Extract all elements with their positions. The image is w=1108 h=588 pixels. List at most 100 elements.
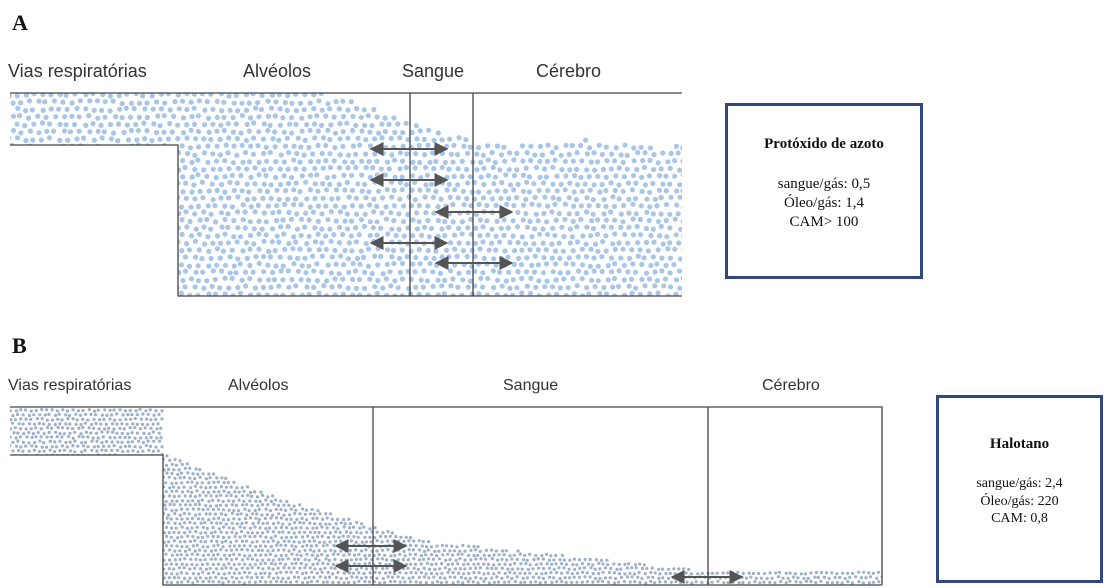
gas-particle <box>65 544 69 549</box>
gas-particle <box>208 485 212 489</box>
gas-particle <box>652 581 657 585</box>
gas-particle <box>37 421 42 426</box>
gas-particle <box>102 114 108 120</box>
gas-particle <box>63 522 67 526</box>
gas-particle <box>684 571 688 575</box>
gas-particle <box>185 563 189 567</box>
gas-particle <box>310 300 315 305</box>
gas-particle <box>573 567 577 572</box>
gas-particle <box>678 226 682 232</box>
gas-particle <box>231 100 237 106</box>
gas-particle <box>36 158 42 164</box>
gas-particle <box>50 173 56 179</box>
gas-particle <box>423 210 429 216</box>
gas-particle <box>16 431 20 435</box>
gas-particle <box>120 468 124 472</box>
gas-particle <box>224 566 228 570</box>
gas-particle <box>537 576 541 580</box>
gas-particle <box>322 540 326 544</box>
gas-particle <box>406 566 410 570</box>
gas-particle <box>232 517 236 521</box>
gas-particle <box>219 521 223 525</box>
gas-particle <box>142 522 146 526</box>
gas-particle <box>208 211 214 217</box>
gas-particle <box>6 522 9 525</box>
gas-particle <box>443 566 447 570</box>
gas-particle <box>328 522 332 526</box>
gas-particle <box>310 151 316 157</box>
gas-particle <box>248 174 254 180</box>
gas-particle <box>217 152 223 158</box>
gas-particle <box>113 188 119 194</box>
gas-particle <box>58 432 62 436</box>
gas-particle <box>94 421 98 426</box>
gas-particle <box>31 459 35 463</box>
gas-particle <box>507 285 513 291</box>
gas-particle <box>631 172 637 179</box>
gas-particle <box>604 158 610 164</box>
gas-particle <box>63 540 67 544</box>
gas-particle <box>562 216 568 223</box>
gas-particle <box>282 99 288 106</box>
gas-particle <box>105 530 109 534</box>
gas-particle <box>284 553 288 557</box>
gas-particle <box>494 188 500 194</box>
gas-particle <box>527 218 533 224</box>
gas-particle <box>570 248 576 254</box>
gas-particle <box>271 530 275 534</box>
gas-particle <box>30 435 34 439</box>
gas-particle <box>578 566 582 570</box>
gas-particle <box>116 448 120 452</box>
gas-particle <box>367 219 373 225</box>
gas-particle <box>175 122 181 128</box>
gas-particle <box>324 522 328 526</box>
gas-particle <box>350 113 356 119</box>
gas-particle <box>448 575 452 579</box>
gas-particle <box>506 195 512 202</box>
gas-particle <box>463 558 467 562</box>
gas-particle <box>120 174 127 180</box>
gas-particle <box>200 195 206 201</box>
gas-particle <box>24 471 28 475</box>
gas-particle <box>210 121 216 127</box>
gas-particle <box>19 262 25 268</box>
gas-particle <box>654 203 660 209</box>
gas-particle <box>558 152 564 158</box>
gas-particle <box>560 580 564 584</box>
gas-particle <box>524 283 530 289</box>
gas-particle <box>154 535 158 539</box>
gas-particle <box>38 486 42 490</box>
gas-particle <box>444 558 448 562</box>
gas-particle <box>314 544 319 548</box>
gas-particle <box>294 526 298 530</box>
gas-particle <box>510 576 514 581</box>
gas-particle <box>265 113 272 119</box>
gas-particle <box>168 502 172 507</box>
gas-particle <box>660 567 665 571</box>
gas-particle <box>773 581 777 585</box>
gas-particle <box>91 107 97 113</box>
gas-particle <box>89 458 93 462</box>
gas-particle <box>34 174 40 180</box>
gas-particle <box>528 157 534 164</box>
gas-particle <box>195 579 200 584</box>
gas-particle <box>129 525 133 530</box>
gas-particle <box>167 548 172 552</box>
gas-particle <box>21 566 25 570</box>
gas-particle <box>246 566 250 571</box>
gas-particle <box>315 128 321 134</box>
gas-particle <box>162 174 168 180</box>
gas-particle <box>164 481 168 485</box>
gas-particle <box>667 240 673 246</box>
gas-particle <box>84 549 88 553</box>
gas-particle <box>237 261 243 267</box>
gas-particle <box>237 509 241 513</box>
gas-particle <box>456 299 461 304</box>
gas-particle <box>42 513 46 517</box>
gas-particle <box>72 151 79 157</box>
gas-particle <box>642 563 647 567</box>
gas-particle <box>178 204 185 210</box>
gas-particle <box>243 507 247 511</box>
gas-particle <box>401 567 406 571</box>
gas-particle <box>86 545 90 549</box>
